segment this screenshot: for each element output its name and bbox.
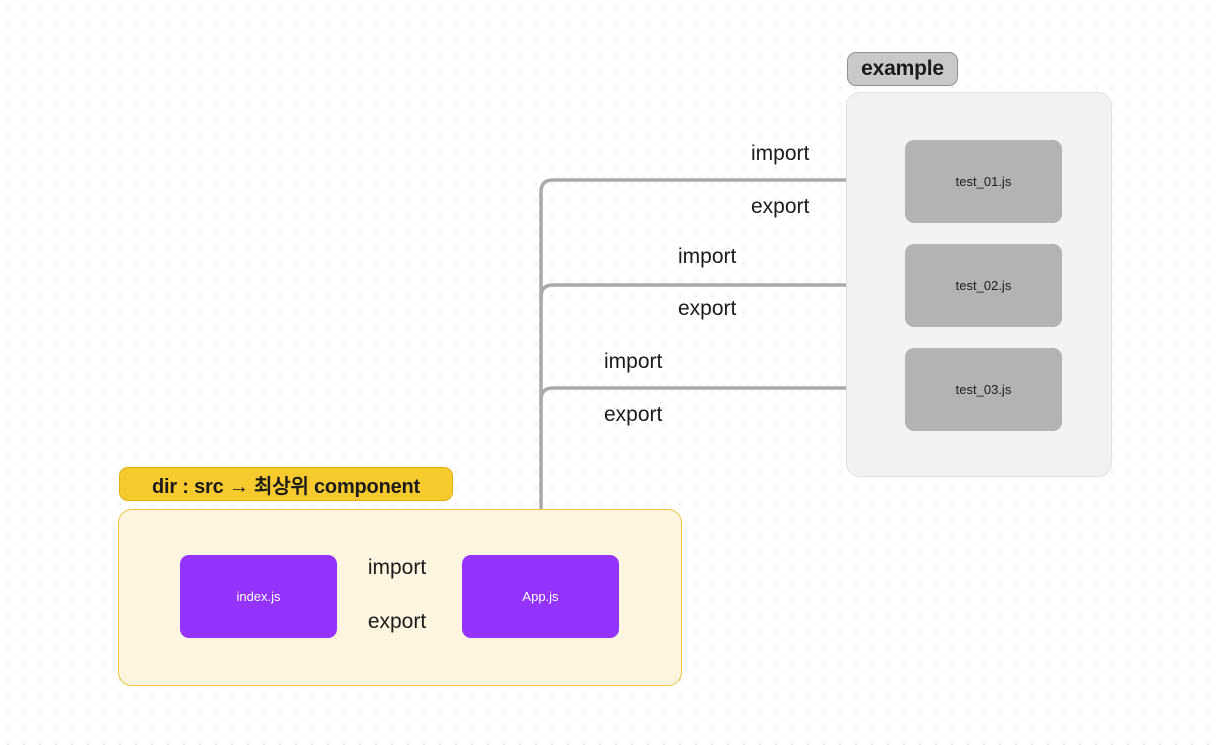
node-index-js[interactable]: index.js [180, 555, 337, 638]
edge-label-import-index-app: import [367, 556, 427, 579]
connector-app-to-test-03 [539, 386, 898, 406]
edge-label-import-test-03: import [604, 350, 663, 373]
node-test-03[interactable]: test_03.js [905, 348, 1062, 431]
edge-label-export-test-01: export [751, 195, 810, 218]
node-test-01[interactable]: test_01.js [905, 140, 1062, 223]
node-test-02[interactable]: test_02.js [905, 244, 1062, 327]
node-app-js[interactable]: App.js [462, 555, 619, 638]
group-badge-example[interactable]: example [847, 52, 958, 86]
edge-label-export-test-02: export [678, 297, 737, 320]
edge-label-export-index-app: export [367, 610, 427, 633]
connector-app-to-test-01 [539, 178, 898, 198]
edge-label-import-test-01: import [751, 142, 810, 165]
group-badge-src[interactable]: dir : src → 최상위 component [119, 467, 453, 501]
edge-label-import-test-02: import [678, 245, 737, 268]
edge-label-export-test-03: export [604, 403, 663, 426]
